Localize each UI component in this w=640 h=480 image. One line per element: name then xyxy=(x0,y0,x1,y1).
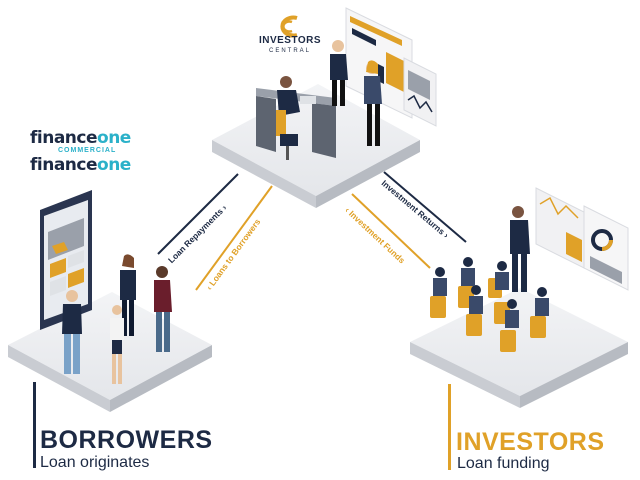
investors-central-logo xyxy=(280,15,298,38)
investors-accent-bar xyxy=(448,384,451,470)
investors-central-title: INVESTORS xyxy=(258,35,322,46)
flow-lines xyxy=(157,171,467,291)
borrowers-heading: BORROWERS xyxy=(40,426,213,454)
brand-one-text-2: one xyxy=(97,155,131,175)
smartphone-icon xyxy=(40,190,92,330)
borrowers-scene xyxy=(40,190,172,384)
investors-scene xyxy=(430,187,629,352)
borrowers-platform xyxy=(8,292,212,412)
investors-caption: Loan funding xyxy=(457,455,550,472)
loans-to-borrowers-line xyxy=(195,185,273,291)
loan-repayments-line xyxy=(157,173,239,255)
borrowers-caption: Loan originates xyxy=(40,454,150,471)
borrowers-accent-bar xyxy=(33,382,36,468)
investors-platform xyxy=(410,288,628,408)
investment-returns-line xyxy=(383,171,467,243)
brand-one-text: one xyxy=(97,128,131,148)
investment-funds-line xyxy=(351,193,431,269)
financeone-commercial-logo: financeone xyxy=(30,128,131,148)
investors-central-subtitle: CENTRAL xyxy=(268,48,311,54)
office-scene xyxy=(256,7,437,160)
investors-heading: INVESTORS xyxy=(456,428,605,456)
brand-commercial-text: COMMERCIAL xyxy=(58,147,117,154)
brand-finance-text-2: finance xyxy=(30,155,98,175)
brand-finance-text: finance xyxy=(30,128,98,148)
financeone-logo: financeone xyxy=(30,155,131,175)
